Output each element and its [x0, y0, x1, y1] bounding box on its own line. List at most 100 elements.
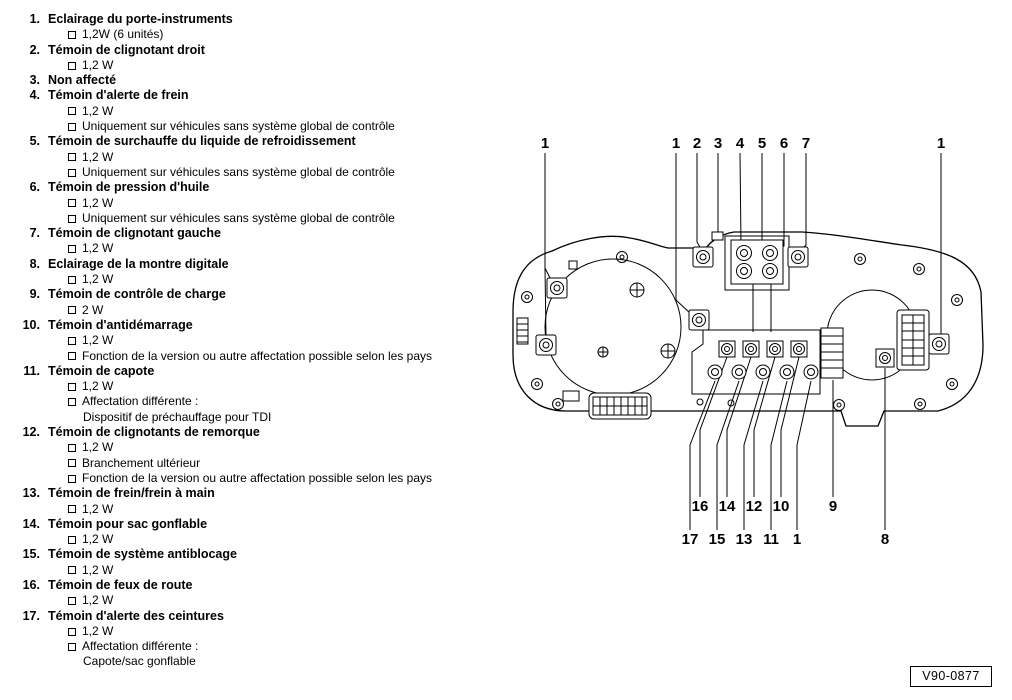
callout-label: 1 — [672, 135, 680, 152]
legend-detail-text: 1,2 W — [82, 501, 114, 516]
square-bullet-icon — [68, 61, 76, 70]
legend-item-number: 8. — [29, 256, 40, 271]
legend-item-title: Témoin de clignotant gauche — [48, 226, 221, 241]
callout-label: 14 — [719, 498, 736, 515]
legend-item-title: Témoin de capote — [48, 363, 155, 378]
legend-item-number: 10. — [22, 317, 40, 332]
square-bullet-icon — [68, 245, 76, 254]
legend-detail-line: Uniquement sur véhicules sans système gl… — [48, 211, 500, 226]
callout-label: 1 — [541, 135, 549, 152]
callout-labels: 1 1 2 3 4 5 6 7 1 16 14 12 10 9 17 15 13… — [541, 135, 945, 548]
square-bullet-icon — [68, 168, 76, 177]
callout-label: 16 — [692, 498, 709, 515]
callout-leader-lines — [544, 152, 942, 530]
legend-detail-line: 1,2 W — [48, 58, 500, 73]
square-bullet-icon — [68, 30, 76, 39]
legend-detail-line: Fonction de la version ou autre affectat… — [48, 349, 500, 364]
legend-item-number: 2. — [29, 42, 40, 57]
legend-detail-text: 1,2W (6 unités) — [82, 27, 164, 42]
legend-detail-line: 1,2 W — [48, 593, 500, 608]
legend-item-number: 9. — [29, 287, 40, 302]
legend-detail-line: 1,2 W — [48, 272, 500, 287]
legend-detail-text: 1,2 W — [82, 440, 114, 455]
square-bullet-icon — [68, 306, 76, 315]
right-connector-icon — [896, 309, 930, 371]
legend-detail-text: 2 W — [82, 302, 104, 317]
legend-item-number: 12. — [22, 425, 40, 440]
legend-item-number: 15. — [22, 547, 40, 562]
figure-reference-label: V90-0877 — [910, 666, 992, 687]
bulb-socket-icons — [535, 231, 950, 356]
legend-detail-text: Affectation différente : — [82, 639, 199, 654]
callout-label: 8 — [881, 531, 889, 548]
legend-item-title: Témoin d'antidémarrage — [48, 317, 193, 332]
square-bullet-icon — [68, 122, 76, 131]
housing-details — [516, 251, 963, 411]
square-bullet-icon — [68, 107, 76, 116]
legend-item-title: Témoin de feux de route — [48, 577, 193, 592]
legend-item-title: Témoin de surchauffe du liquide de refro… — [48, 134, 356, 149]
legend-detail-line: Uniquement sur véhicules sans système gl… — [48, 119, 500, 134]
legend-detail-text: 1,2 W — [82, 103, 114, 118]
legend-detail-text: 1,2 W — [82, 379, 114, 394]
legend-item-title: Témoin pour sac gonflable — [48, 516, 208, 531]
legend-detail-text: Uniquement sur véhicules sans système gl… — [82, 164, 395, 179]
legend-item-number: 7. — [29, 226, 40, 241]
legend-item-title: Non affecté — [48, 73, 117, 88]
legend-detail-text: 1,2 W — [82, 241, 114, 256]
callout-label: 15 — [709, 531, 726, 548]
legend-item-number: 17. — [22, 608, 40, 623]
square-bullet-icon — [68, 398, 76, 407]
callout-label: 5 — [758, 135, 766, 152]
callout-label: 1 — [937, 135, 945, 152]
legend-detail-text: Dispositif de préchauffage pour TDI — [83, 409, 272, 424]
legend-detail-text: Fonction de la version ou autre affectat… — [82, 348, 432, 363]
callout-label: 9 — [829, 498, 837, 515]
legend-item-title: Témoin d'alerte des ceintures — [48, 608, 224, 623]
callout-label: 7 — [802, 135, 810, 152]
legend-detail-line: 1,2 W — [48, 532, 500, 547]
square-bullet-icon — [68, 505, 76, 514]
legend-item-title: Témoin de frein/frein à main — [48, 486, 215, 501]
square-bullet-icon — [68, 382, 76, 391]
legend-detail-line: 1,2 W — [48, 379, 500, 394]
square-bullet-icon — [68, 627, 76, 636]
legend-item-title: Témoin de pression d'huile — [48, 180, 210, 195]
legend-detail-line: Uniquement sur véhicules sans système gl… — [48, 165, 500, 180]
legend-detail-text: 1,2 W — [82, 532, 114, 547]
callout-label: 13 — [736, 531, 753, 548]
legend-item-title: Témoin de clignotant droit — [48, 42, 205, 57]
legend-detail-text: 1,2 W — [82, 195, 114, 210]
legend-detail-line: Dispositif de préchauffage pour TDI — [48, 410, 500, 425]
square-bullet-icon — [68, 352, 76, 361]
legend-detail-line: 1,2 W — [48, 624, 500, 639]
square-bullet-icon — [68, 596, 76, 605]
legend-item: 3.Non affecté — [14, 73, 500, 88]
square-bullet-icon — [68, 459, 76, 468]
legend-item-title: Eclairage de la montre digitale — [48, 256, 229, 271]
legend-detail-line: 1,2 W — [48, 502, 500, 517]
component-9-icon — [820, 327, 844, 379]
square-bullet-icon — [68, 199, 76, 208]
legend-detail-line: Capote/sac gonflable — [48, 654, 500, 669]
legend-item: 5.Témoin de surchauffe du liquide de ref… — [14, 134, 500, 180]
square-bullet-icon — [68, 214, 76, 223]
legend-detail-text: 1,2 W — [82, 149, 114, 164]
socket-8-icon — [875, 348, 895, 368]
legend-item-number: 1. — [29, 12, 40, 26]
legend-item-number: 11. — [23, 363, 40, 378]
legend-detail-line: 1,2W (6 unités) — [48, 27, 500, 42]
